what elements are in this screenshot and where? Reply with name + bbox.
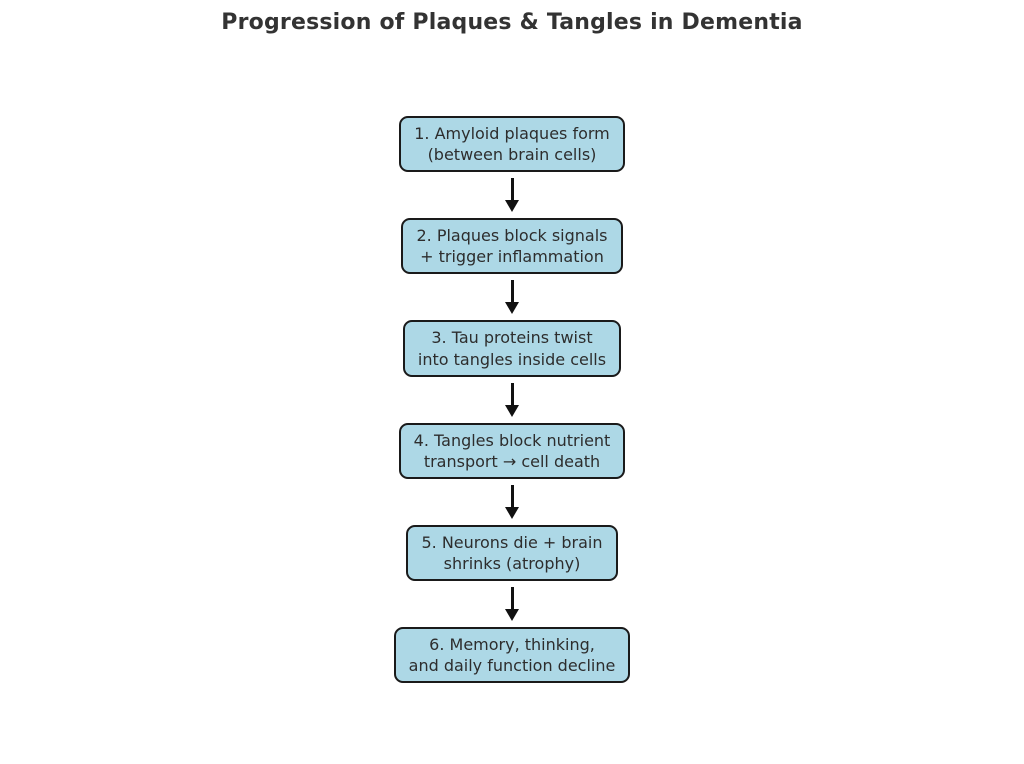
down-arrow-head-icon bbox=[505, 404, 519, 417]
down-arrow-line bbox=[510, 382, 514, 405]
down-arrow-2 bbox=[505, 274, 519, 320]
flow-step-4: 4. Tangles block nutrient transport → ce… bbox=[398, 422, 626, 479]
down-arrow-4 bbox=[505, 479, 519, 525]
flow-stack: 1. Amyloid plaques form (between brain c… bbox=[0, 116, 1024, 684]
down-arrow-1 bbox=[505, 172, 519, 218]
diagram-title: Progression of Plaques & Tangles in Deme… bbox=[221, 10, 803, 35]
down-arrow-head-icon bbox=[505, 200, 519, 213]
flow-step-6: 6. Memory, thinking, and daily function … bbox=[393, 627, 631, 684]
down-arrow-5 bbox=[505, 581, 519, 627]
flow-step-5: 5. Neurons die + brain shrinks (atrophy) bbox=[406, 524, 618, 582]
down-arrow-line bbox=[510, 587, 514, 610]
flow-step-2: 2. Plaques block signals + trigger infla… bbox=[401, 218, 623, 275]
down-arrow-line bbox=[510, 484, 514, 507]
down-arrow-head-icon bbox=[505, 302, 519, 315]
down-arrow-line bbox=[510, 178, 514, 201]
flow-step-1: 1. Amyloid plaques form (between brain c… bbox=[399, 116, 625, 173]
down-arrow-head-icon bbox=[505, 609, 519, 622]
flow-step-3: 3. Tau proteins twist into tangles insid… bbox=[402, 320, 622, 377]
down-arrow-3 bbox=[505, 377, 519, 423]
down-arrow-head-icon bbox=[505, 506, 519, 519]
down-arrow-line bbox=[510, 280, 514, 303]
